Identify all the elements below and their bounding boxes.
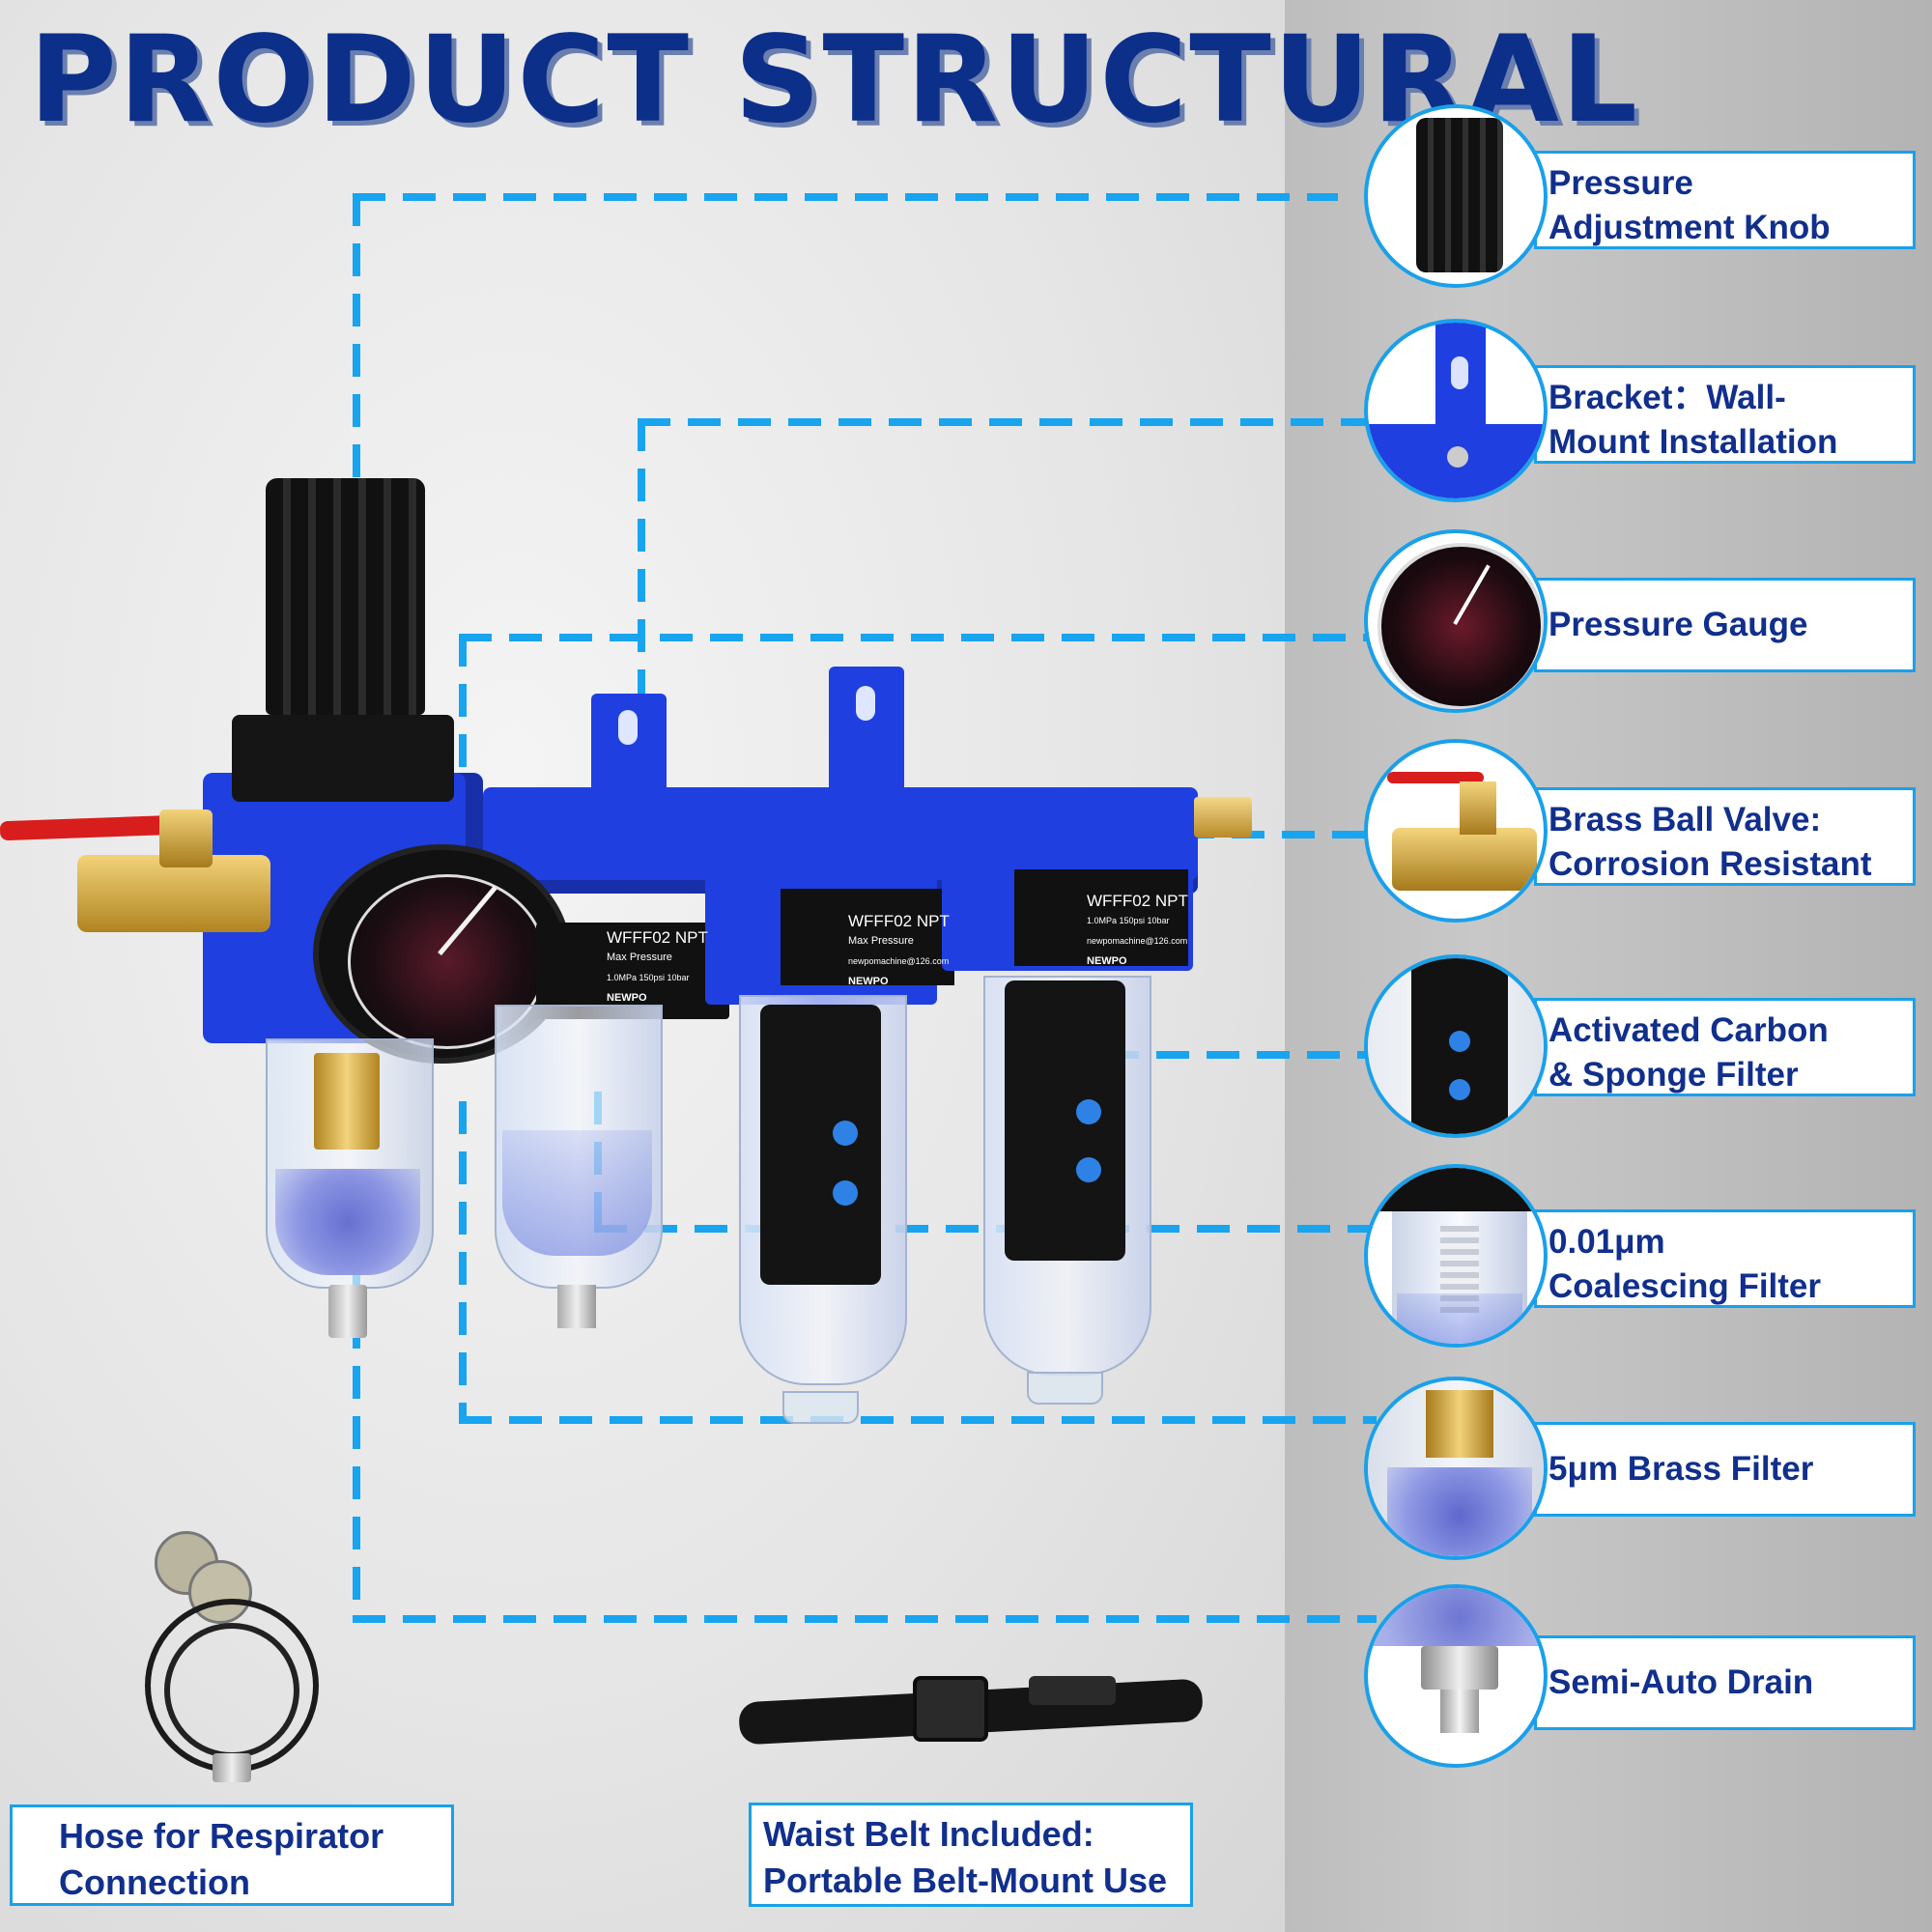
- email-text: newpomachine@126.com: [848, 956, 950, 966]
- label-line: Pressure: [1548, 164, 1693, 202]
- callout-circle: [1364, 1164, 1548, 1348]
- label-line: Adjustment Knob: [1548, 209, 1831, 246]
- label-line: Corrosion Resistant: [1548, 845, 1872, 883]
- spec-line: Max Pressure: [607, 952, 672, 963]
- brand-name: NEWPO: [848, 976, 889, 987]
- callout-circle: [1364, 319, 1548, 502]
- callout-circle: [1364, 954, 1548, 1138]
- brand-name: NEWPO: [1087, 955, 1127, 967]
- callout-circle: [1364, 1584, 1548, 1768]
- hose-icon: [135, 1531, 338, 1792]
- callout-circle: [1364, 739, 1548, 923]
- knob-icon: [1416, 118, 1503, 272]
- callout-label-drain: Semi-Auto Drain: [1534, 1635, 1916, 1730]
- callout-circle: [1364, 529, 1548, 713]
- brass-outlet-fitting: [1194, 797, 1252, 838]
- model-name: WFFF02 NPT: [848, 912, 950, 930]
- label-line: Pressure Gauge: [1548, 606, 1808, 643]
- callout-circle: [1364, 104, 1548, 288]
- accessory-label-belt: Waist Belt Included: Portable Belt-Mount…: [749, 1803, 1193, 1907]
- label-line: Semi-Auto Drain: [1548, 1663, 1814, 1701]
- gauge-icon: [1378, 543, 1544, 709]
- brand-name: NEWPO: [607, 992, 647, 1004]
- drain-valve: [328, 1285, 367, 1338]
- label-line: 5μm Brass Filter: [1548, 1450, 1814, 1488]
- page-title: PRODUCT STRUCTURAL: [29, 11, 1639, 150]
- valve-icon: [1392, 828, 1537, 891]
- model-name: WFFF02 NPT: [1087, 892, 1188, 910]
- callout-label-carbon-filter: Activated Carbon & Sponge Filter: [1534, 998, 1916, 1096]
- label-line: Connection: [59, 1862, 250, 1902]
- callout-label-ball-valve: Brass Ball Valve: Corrosion Resistant: [1534, 787, 1916, 886]
- spec-line: 1.0MPa 150psi 10bar: [1087, 916, 1170, 925]
- pressure-adjustment-knob: [266, 478, 425, 715]
- drain-icon: [1421, 1646, 1498, 1690]
- label-line: 0.01μm: [1548, 1223, 1665, 1261]
- label-line: Brass Ball Valve:: [1548, 801, 1822, 838]
- product-label: WFFF02 NPT 1.0MPa 150psi 10bar newpomach…: [1087, 891, 1193, 972]
- brass-ball-valve: [77, 855, 270, 932]
- callout-label-bracket: Bracket：Wall- Mount Installation: [1534, 365, 1916, 464]
- label-line: Bracket：Wall-: [1548, 379, 1786, 416]
- label-line: Portable Belt-Mount Use: [763, 1861, 1168, 1900]
- spec-line: 1.0MPa 150psi 10bar: [607, 973, 690, 982]
- callout-label-pressure-knob: Pressure Adjustment Knob: [1534, 151, 1916, 249]
- label-line: Coalescing Filter: [1548, 1267, 1822, 1305]
- accessory-label-hose: Hose for Respirator Connection: [10, 1804, 454, 1906]
- product-label: WFFF02 NPT Max Pressure newpomachine@126…: [848, 911, 954, 992]
- label-line: Mount Installation: [1548, 423, 1838, 461]
- label-line: Waist Belt Included:: [763, 1814, 1094, 1854]
- callout-label-brass-filter: 5μm Brass Filter: [1534, 1422, 1916, 1517]
- label-line: & Sponge Filter: [1548, 1056, 1799, 1094]
- model-name: WFFF02 NPT: [607, 928, 708, 947]
- product-label: WFFF02 NPT Max Pressure 1.0MPa 150psi 10…: [607, 927, 713, 1009]
- brass-filter-icon: [1426, 1390, 1493, 1458]
- label-line: Activated Carbon: [1548, 1011, 1829, 1049]
- spec-line: Max Pressure: [848, 935, 914, 947]
- email-text: newpomachine@126.com: [1087, 936, 1188, 946]
- callout-label-gauge: Pressure Gauge: [1534, 578, 1916, 672]
- label-line: Hose for Respirator: [59, 1816, 384, 1856]
- callout-label-coalescing-filter: 0.01μm Coalescing Filter: [1534, 1209, 1916, 1308]
- callout-circle: [1364, 1377, 1548, 1560]
- belt-icon: [738, 1647, 1204, 1763]
